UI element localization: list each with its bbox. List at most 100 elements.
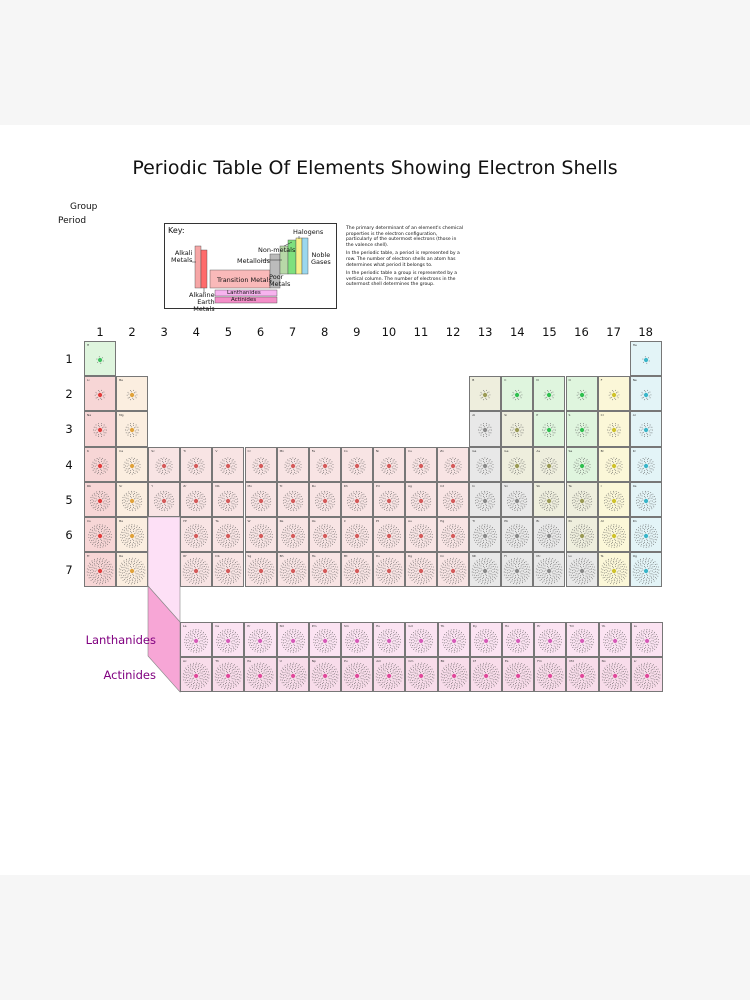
electron-shell-diagram — [218, 490, 239, 511]
electron-shell-diagram — [407, 557, 435, 585]
electron-shell-diagram — [311, 557, 339, 585]
element-symbol: Al — [472, 413, 476, 418]
electron-shell-diagram — [182, 662, 210, 690]
electron-shell-diagram — [316, 457, 334, 475]
electron-shell-diagram — [343, 557, 371, 585]
element-cell: Ac — [180, 657, 213, 692]
electron-shell-diagram — [634, 524, 658, 548]
element-symbol: He — [632, 343, 637, 347]
element-cell: V — [212, 446, 245, 482]
element-cell: Hs — [308, 552, 341, 588]
nucleus — [386, 533, 392, 539]
electron-shell-diagram — [280, 524, 305, 548]
nucleus — [130, 498, 135, 503]
element-cell: Bk — [437, 657, 470, 692]
key-metalloids-label: Metalloids — [237, 257, 271, 265]
element-symbol: Tl — [472, 519, 475, 523]
element-cell: He — [629, 341, 662, 377]
nucleus — [226, 463, 231, 468]
electron-shell-diagram — [409, 524, 433, 548]
element-cell: Lr — [630, 657, 663, 692]
element-cell: Sm — [341, 622, 374, 657]
actinides-label: Actinides — [103, 668, 156, 682]
nucleus — [322, 463, 327, 468]
nucleus — [579, 498, 584, 503]
electron-shell-diagram — [536, 557, 563, 585]
element-cell: Md — [566, 657, 599, 692]
element-cell: Sc — [148, 446, 181, 482]
description-p1: The primary determinant of an element's … — [346, 226, 464, 248]
nucleus — [354, 533, 359, 539]
nucleus — [643, 533, 648, 539]
group-number: 9 — [353, 325, 361, 339]
electron-shell-diagram — [89, 490, 111, 511]
group-number: 11 — [413, 325, 429, 339]
electron-shell-diagram — [574, 423, 589, 438]
element-cell: H — [84, 341, 117, 377]
electron-shell-diagram — [311, 662, 339, 690]
element-symbol: Fl — [504, 554, 507, 559]
element-cell: Fe — [308, 446, 341, 482]
nucleus — [547, 498, 552, 503]
element-cell: Ds — [372, 552, 405, 588]
key-alkaline-label: Alkaline Earth Metals — [189, 291, 215, 313]
group-number: 6 — [256, 325, 265, 339]
element-cell: Db — [212, 552, 245, 588]
nucleus — [322, 638, 327, 643]
nucleus — [547, 533, 552, 539]
nucleus — [579, 569, 584, 574]
electron-shell-diagram — [536, 662, 564, 690]
nucleus — [354, 569, 359, 574]
element-cell: Pa — [244, 657, 277, 692]
element-symbol: Cd — [440, 483, 445, 488]
element-symbol: Cr — [247, 448, 251, 453]
electron-shell-diagram — [215, 557, 242, 585]
element-cell: Yb — [598, 622, 631, 657]
element-cell: Rg — [405, 552, 438, 588]
element-symbol: Lv — [568, 554, 572, 559]
key-actinide-swatch — [214, 296, 278, 304]
nucleus — [258, 533, 263, 539]
element-symbol: Rn — [632, 519, 637, 523]
page-title: Periodic Table Of Elements Showing Elect… — [132, 157, 618, 179]
nucleus — [579, 533, 584, 539]
element-symbol: Am — [376, 659, 382, 663]
electron-shell-diagram — [443, 490, 464, 511]
nucleus — [451, 673, 456, 678]
electron-shell-diagram — [220, 457, 237, 475]
element-symbol: Co — [343, 448, 348, 453]
electron-shell-diagram — [216, 629, 240, 653]
nucleus — [611, 569, 616, 574]
nucleus — [226, 533, 231, 539]
element-symbol: Pr — [247, 624, 251, 628]
element-symbol: H — [87, 343, 90, 347]
electron-shell-diagram — [544, 390, 555, 401]
nucleus — [643, 498, 648, 503]
element-cell: No — [598, 657, 631, 692]
electron-shell-diagram — [632, 557, 660, 585]
element-cell: Pd — [372, 481, 405, 517]
element-symbol: Mn — [279, 448, 285, 453]
electron-shell-diagram — [603, 629, 627, 653]
element-symbol: Hf — [183, 519, 187, 523]
element-cell: Cd — [437, 481, 470, 517]
electron-shell-diagram — [635, 629, 659, 653]
nucleus — [194, 673, 199, 678]
electron-shell-diagram — [504, 662, 532, 690]
nucleus — [515, 498, 520, 503]
nucleus — [643, 463, 648, 468]
element-cell: Tm — [566, 622, 599, 657]
nucleus — [290, 498, 295, 503]
element-cell: P — [533, 411, 566, 447]
electron-shell-diagram — [186, 490, 207, 511]
element-cell: Sr — [116, 481, 149, 517]
element-cell: Se — [565, 446, 598, 482]
electron-shell-diagram — [508, 457, 526, 475]
element-symbol: Rh — [343, 483, 348, 488]
element-symbol: Ts — [600, 554, 604, 559]
electron-shell-diagram — [154, 490, 175, 511]
nucleus — [643, 393, 648, 398]
nucleus — [418, 463, 424, 468]
group-number: 8 — [321, 325, 329, 339]
electron-shell-diagram — [603, 490, 624, 511]
